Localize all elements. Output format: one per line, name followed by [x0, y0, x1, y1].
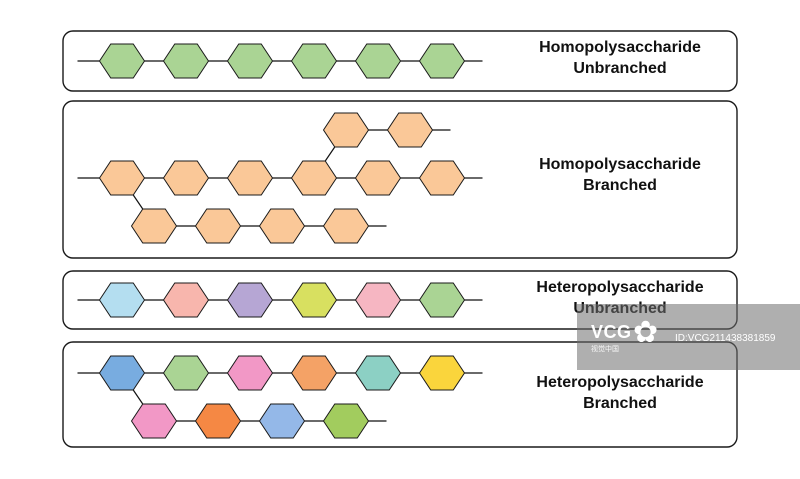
- monosaccharide-unit: [354, 160, 402, 196]
- glycosidic-bond: [132, 194, 144, 210]
- monosaccharide-unit: [98, 282, 146, 318]
- monosaccharide-unit: [290, 282, 338, 318]
- monosaccharide-unit: [226, 282, 274, 318]
- monosaccharide-unit: [418, 160, 466, 196]
- monosaccharide-unit: [322, 208, 370, 244]
- panel-label-line1: Heteropolysaccharide: [536, 279, 703, 296]
- watermark-flower-icon: ✿: [633, 316, 659, 349]
- monosaccharide-unit: [258, 403, 306, 439]
- monosaccharide-unit: [290, 160, 338, 196]
- panel-label-line2: Unbranched: [573, 60, 666, 77]
- monosaccharide-unit: [98, 355, 146, 391]
- monosaccharide-unit: [130, 208, 178, 244]
- watermark: VCG 视觉中国 ✿ ID:VCG211438381859: [577, 304, 800, 370]
- monosaccharide-unit: [258, 208, 306, 244]
- panel-label-line2: Branched: [583, 177, 657, 194]
- monosaccharide-unit: [98, 160, 146, 196]
- monosaccharide-unit: [418, 355, 466, 391]
- monosaccharide-unit: [226, 43, 274, 79]
- panel-label-line2: Branched: [583, 395, 657, 412]
- monosaccharide-unit: [194, 208, 242, 244]
- watermark-subtitle: 视觉中国: [591, 346, 619, 353]
- glycosidic-bond: [324, 146, 336, 162]
- monosaccharide-unit: [162, 282, 210, 318]
- watermark-id: ID:VCG211438381859: [675, 333, 776, 344]
- monosaccharide-unit: [354, 355, 402, 391]
- panel-label-line1: Homopolysaccharide: [539, 39, 701, 56]
- monosaccharide-unit: [322, 112, 370, 148]
- monosaccharide-unit: [386, 112, 434, 148]
- monosaccharide-unit: [418, 282, 466, 318]
- monosaccharide-unit: [418, 43, 466, 79]
- monosaccharide-unit: [130, 403, 178, 439]
- monosaccharide-unit: [290, 355, 338, 391]
- monosaccharide-unit: [226, 355, 274, 391]
- monosaccharide-unit: [322, 403, 370, 439]
- monosaccharide-unit: [162, 43, 210, 79]
- monosaccharide-unit: [354, 282, 402, 318]
- monosaccharide-unit: [162, 160, 210, 196]
- monosaccharide-unit: [226, 160, 274, 196]
- monosaccharide-unit: [354, 43, 402, 79]
- panel-label-line1: Homopolysaccharide: [539, 156, 701, 173]
- monosaccharide-unit: [194, 403, 242, 439]
- glycosidic-bond: [132, 389, 144, 405]
- monosaccharide-unit: [162, 355, 210, 391]
- monosaccharide-unit: [98, 43, 146, 79]
- monosaccharide-unit: [290, 43, 338, 79]
- watermark-logo: VCG: [591, 322, 632, 342]
- panel-label-line1: Heteropolysaccharide: [536, 374, 703, 391]
